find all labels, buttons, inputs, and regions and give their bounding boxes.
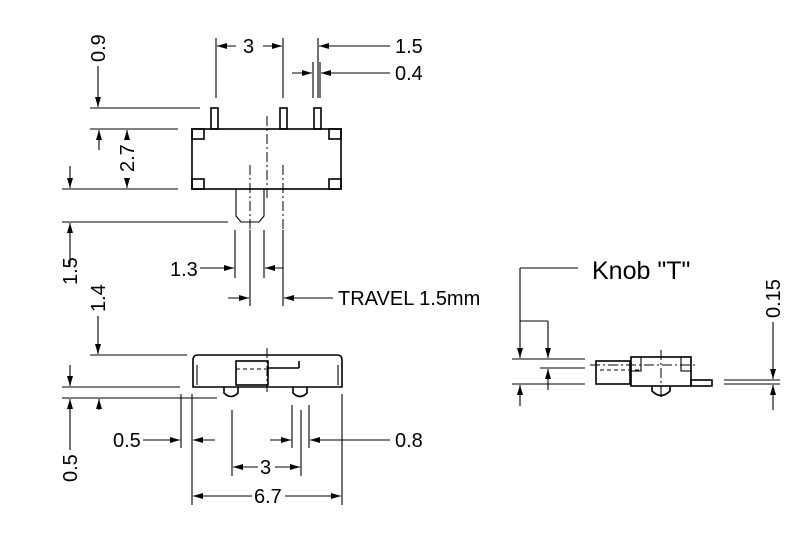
dim-foot-width: 0.8 [395, 430, 423, 452]
corner-pad [328, 178, 342, 190]
dim-foot-pitch: 3 [260, 457, 271, 479]
knob-t-view: Knob "T" 0.15 [512, 257, 785, 410]
top-view: 3 1.5 0.4 0.9 2.7 1.5 1.3 [60, 34, 480, 310]
knob-side [235, 360, 269, 386]
corner-pad [191, 128, 205, 140]
dim-pin-pitch: 3 [243, 36, 254, 58]
dim-knob-width: 1.3 [170, 259, 198, 281]
pin [210, 107, 219, 130]
knob-part [595, 360, 631, 385]
dim-pin-width: 0.4 [395, 63, 423, 85]
dim-edge-offset: 0.5 [113, 430, 141, 452]
dim-standoff: 0.5 [60, 454, 82, 482]
dim-body-height: 2.7 [117, 144, 139, 172]
dim-knob-height: 1.5 [60, 257, 82, 285]
dim-travel: TRAVEL 1.5mm [338, 288, 480, 310]
foot [223, 387, 239, 398]
pin [313, 107, 322, 130]
dim-pin-offset: 1.5 [395, 36, 423, 58]
knob-title: Knob "T" [592, 257, 690, 285]
dim-side-height: 1.4 [88, 284, 110, 312]
dim-tab-thickness: 0.15 [763, 279, 785, 318]
dim-pin-height: 0.9 [88, 34, 110, 62]
pin [279, 107, 288, 130]
foot [292, 387, 308, 398]
dim-overall-width: 6.7 [254, 486, 282, 508]
side-view: 1.4 0.5 0.5 0.8 3 6.7 [60, 284, 423, 508]
switch-body-side [192, 354, 343, 388]
corner-pad [328, 128, 342, 140]
corner-pad [191, 178, 205, 190]
